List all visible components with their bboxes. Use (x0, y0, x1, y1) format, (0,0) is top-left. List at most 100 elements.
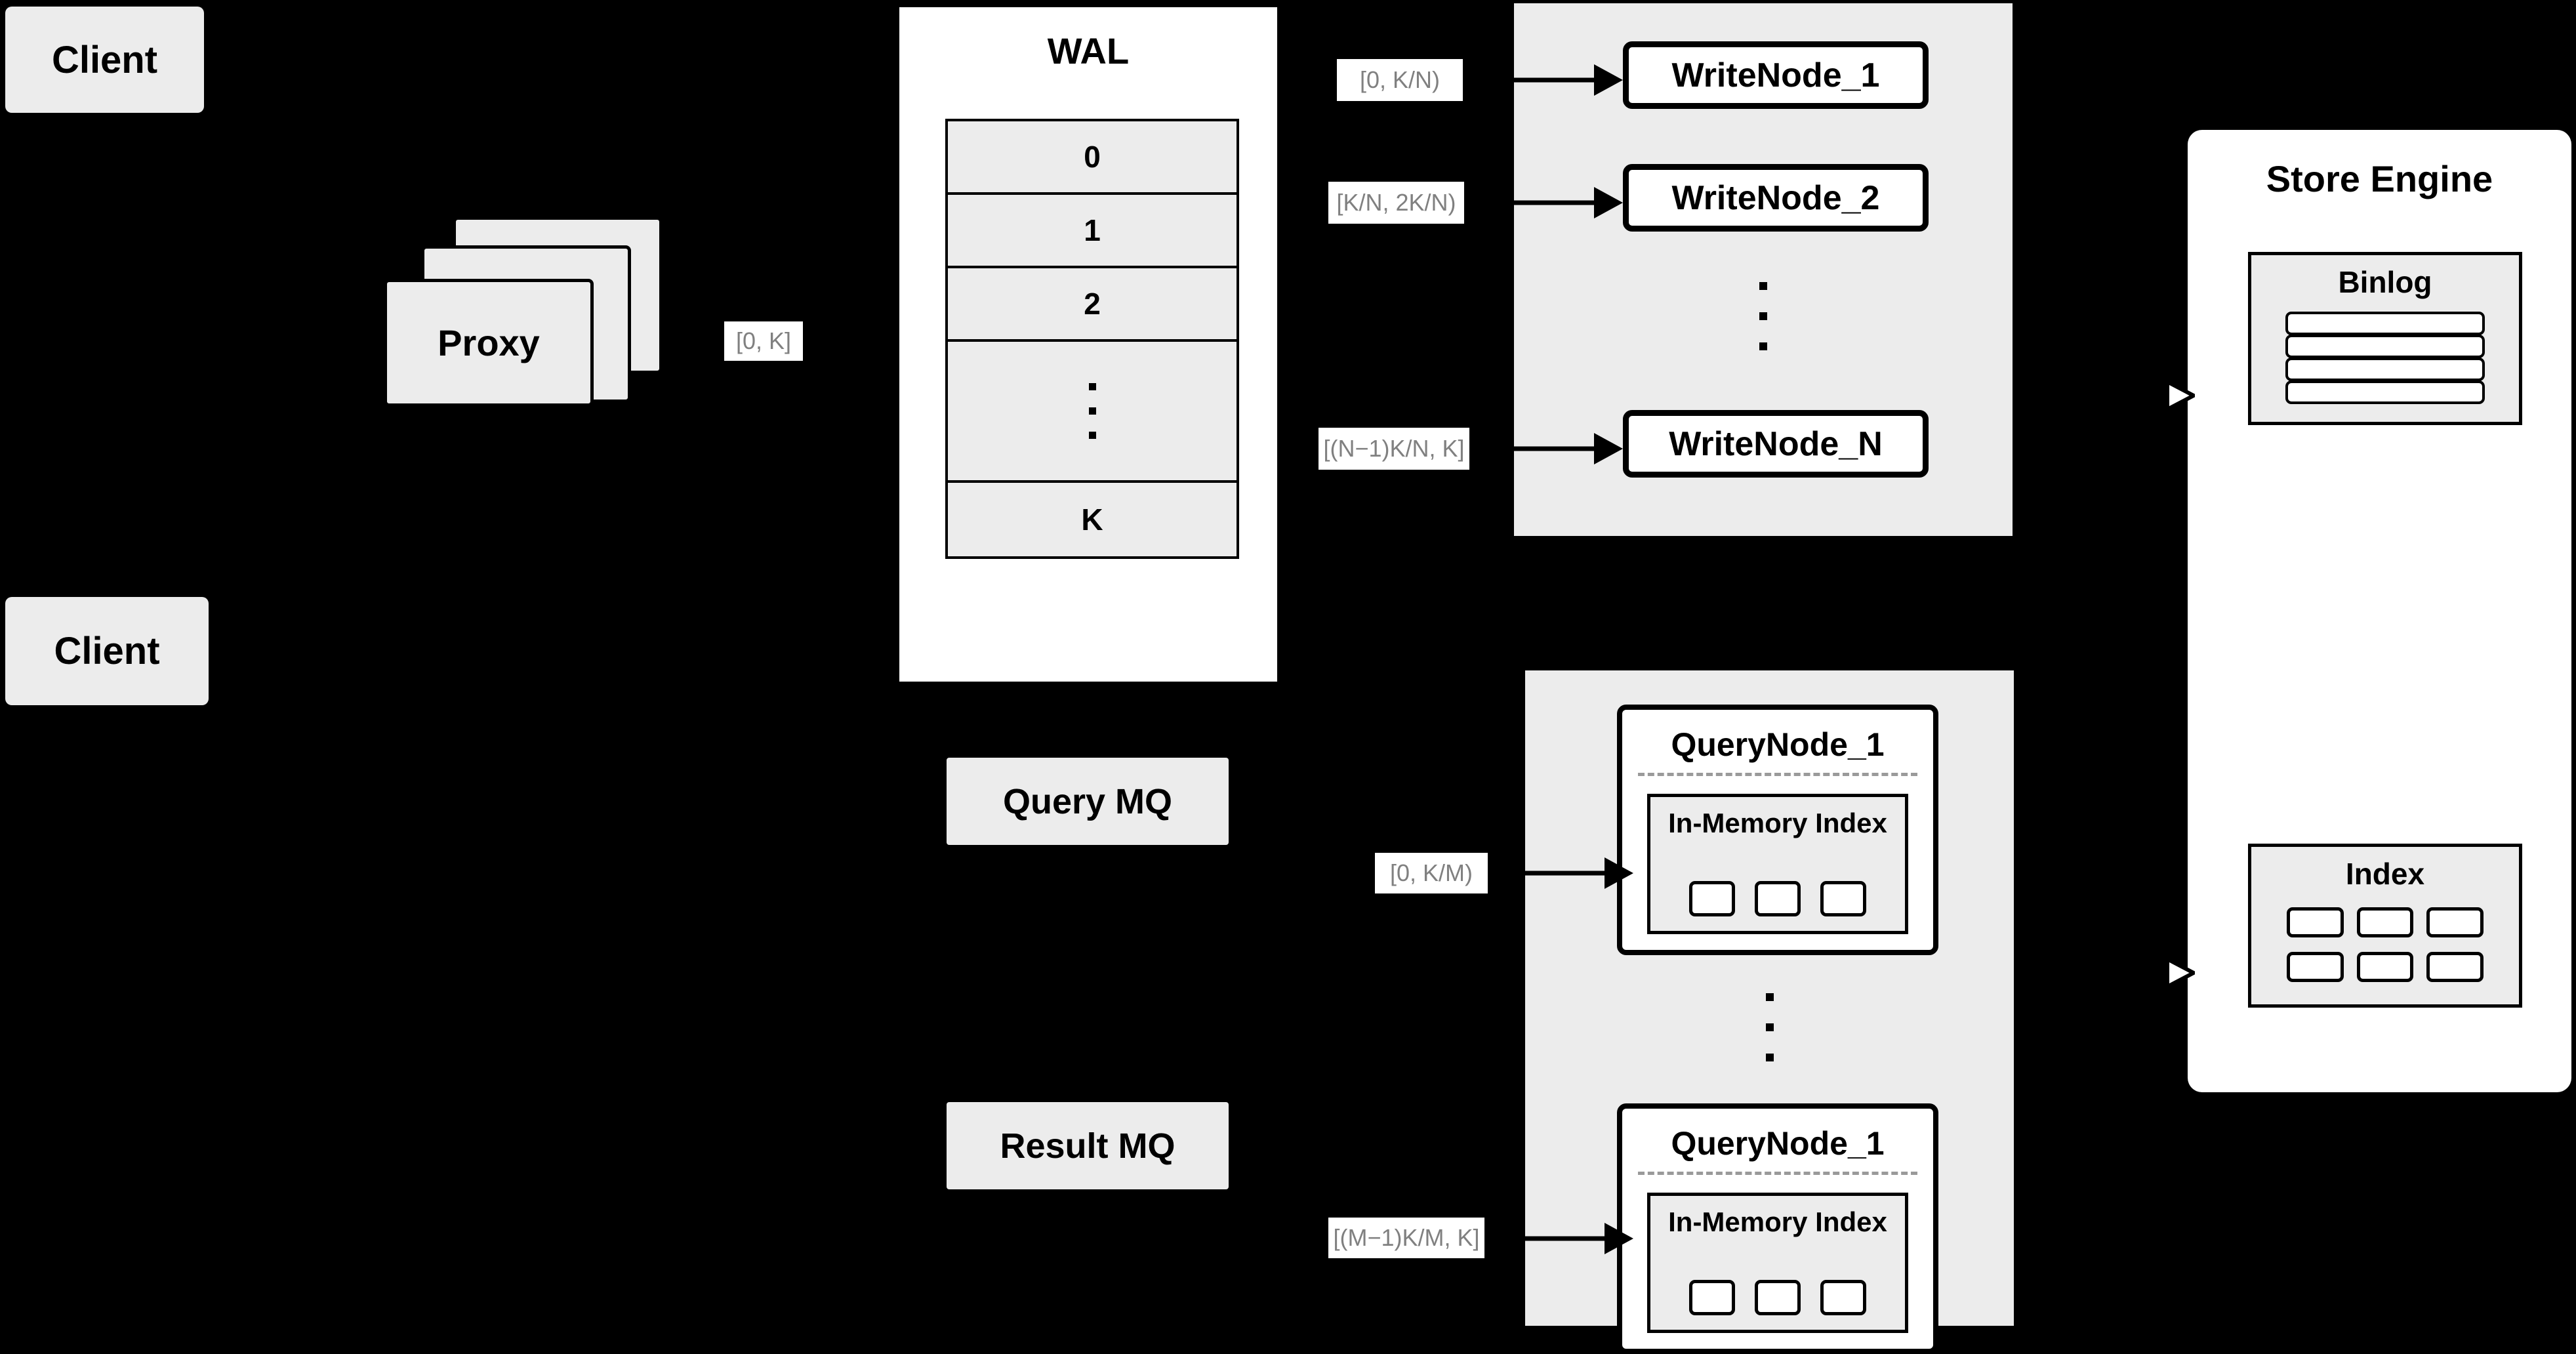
index-cell (2287, 952, 2344, 982)
query-node-1-title: QueryNode_1 (1671, 726, 1885, 763)
binlog-row (2285, 380, 2485, 404)
binlog-label: Binlog (2338, 265, 2432, 299)
wal-entry-table: 0 1 2 K (945, 119, 1239, 559)
arrow-head (1594, 187, 1623, 218)
client-label-1: Client (51, 38, 158, 81)
result-mq-box[interactable]: Result MQ (947, 1102, 1229, 1189)
index-cell (2356, 952, 2414, 982)
index-label: Index (2345, 857, 2425, 891)
index-cell (2356, 907, 2414, 937)
index-cell (2426, 952, 2484, 982)
query-node-1-in-memory-index: In-Memory Index (1647, 794, 1908, 934)
query-node-ellipsis (1765, 993, 1774, 1061)
binlog-panel: Binlog (2248, 252, 2522, 425)
query-node-1-divider (1638, 773, 1917, 776)
index-grid (2287, 907, 2484, 982)
arrow-head-hollow (2165, 956, 2198, 990)
store-engine-title: Store Engine (2266, 158, 2493, 199)
index-cell (1755, 1280, 1801, 1315)
range-label-query-node-m: [(M−1)K/M, K] (1328, 1218, 1484, 1258)
index-panel: Index (2248, 844, 2522, 1008)
query-mq-box[interactable]: Query MQ (947, 758, 1229, 845)
ellipsis-dot (1088, 407, 1096, 415)
ellipsis-dot (1765, 1023, 1774, 1031)
proxy-stack[interactable]: Proxy (380, 216, 682, 433)
in-memory-index-label: In-Memory Index (1668, 1206, 1887, 1237)
query-node-cluster: QueryNode_1 In-Memory Index QueryNode_1 … (1525, 670, 2014, 1354)
range-label-proxy-to-wal: [0, K] (724, 321, 803, 361)
write-node-n[interactable]: WriteNode_N (1623, 410, 1929, 478)
index-cell (1689, 1280, 1735, 1315)
ellipsis-dot (1759, 342, 1767, 350)
wal-row: 0 (948, 121, 1237, 195)
in-memory-index-label: In-Memory Index (1668, 808, 1887, 838)
client-label-2: Client (54, 630, 160, 672)
ellipsis-dot (1765, 993, 1774, 1001)
arrow-shaft (1502, 871, 1607, 876)
arrow-head-hollow (2165, 379, 2198, 413)
query-mq-label: Query MQ (1002, 781, 1173, 821)
arrow-shaft (1492, 200, 1597, 205)
write-node-1-label: WriteNode_1 (1671, 56, 1880, 94)
result-mq-label: Result MQ (1000, 1126, 1176, 1166)
arrow-head (1605, 857, 1633, 889)
arrow-to-write-node-1 (1492, 63, 1623, 97)
ellipsis-dot (1088, 432, 1096, 439)
query-node-m-title: QueryNode_1 (1671, 1125, 1885, 1162)
query-node-m-divider (1638, 1172, 1917, 1175)
in-memory-index-cells (1650, 881, 1905, 916)
arrow-to-index (2123, 954, 2198, 991)
proxy-label: Proxy (438, 322, 540, 363)
index-cell (1689, 881, 1735, 916)
query-node-m[interactable]: QueryNode_1 In-Memory Index (1617, 1103, 1938, 1354)
binlog-row (2285, 358, 2485, 381)
client-box-2[interactable]: Client (5, 597, 209, 705)
wal-row: K (948, 483, 1237, 556)
arrow-shaft (1502, 1236, 1607, 1241)
client-box-1[interactable]: Client (5, 7, 204, 113)
in-memory-index-cells (1650, 1280, 1905, 1315)
binlog-row (2285, 312, 2485, 335)
arrow-shaft (1492, 446, 1597, 451)
arrow-to-query-node-m (1502, 1221, 1633, 1256)
write-node-ellipsis (1759, 282, 1767, 350)
arrow-head (1605, 1223, 1633, 1254)
binlog-row (2285, 335, 2485, 358)
ellipsis-dot (1088, 383, 1096, 390)
wal-panel: WAL 0 1 2 K (895, 3, 1281, 686)
index-cell (1820, 881, 1866, 916)
write-node-1[interactable]: WriteNode_1 (1623, 41, 1929, 109)
arrow-to-write-node-2 (1492, 186, 1623, 220)
arrow-to-binlog (2123, 377, 2198, 414)
query-node-m-in-memory-index: In-Memory Index (1647, 1193, 1908, 1333)
range-label-write-node-2: [K/N, 2K/N) (1328, 182, 1464, 224)
range-label-query-node-1: [0, K/M) (1375, 853, 1488, 893)
arrow-shaft (2123, 970, 2166, 975)
store-engine-panel: Store Engine Binlog Index (2188, 130, 2571, 1092)
arrow-head (1594, 64, 1623, 96)
query-node-1[interactable]: QueryNode_1 In-Memory Index (1617, 705, 1938, 955)
diagram-canvas: Client Client Proxy [0, K] WAL 0 1 2 K Q… (5, 3, 2571, 1354)
wal-title: WAL (1047, 30, 1130, 72)
ellipsis-dot (1759, 282, 1767, 290)
arrow-to-query-node-1 (1502, 856, 1633, 890)
range-label-write-node-1: [0, K/N) (1337, 59, 1463, 101)
arrow-head (1594, 433, 1623, 464)
arrow-shaft (2123, 393, 2166, 398)
arrow-shaft (1492, 77, 1597, 83)
write-node-n-label: WriteNode_N (1669, 424, 1883, 463)
arrow-to-write-node-n (1492, 432, 1623, 466)
proxy-card-front[interactable]: Proxy (384, 279, 594, 407)
range-label-write-node-n: [(N−1)K/N, K] (1319, 428, 1469, 470)
binlog-rows (2285, 312, 2485, 404)
wal-row: 1 (948, 195, 1237, 268)
ellipsis-dot (1759, 312, 1767, 320)
index-cell (1755, 881, 1801, 916)
wal-row-ellipsis (948, 342, 1237, 483)
index-cell (1820, 1280, 1866, 1315)
wal-row: 2 (948, 268, 1237, 342)
write-node-2[interactable]: WriteNode_2 (1623, 164, 1929, 232)
write-node-2-label: WriteNode_2 (1671, 178, 1880, 217)
ellipsis-dot (1765, 1054, 1774, 1061)
index-cell (2426, 907, 2484, 937)
